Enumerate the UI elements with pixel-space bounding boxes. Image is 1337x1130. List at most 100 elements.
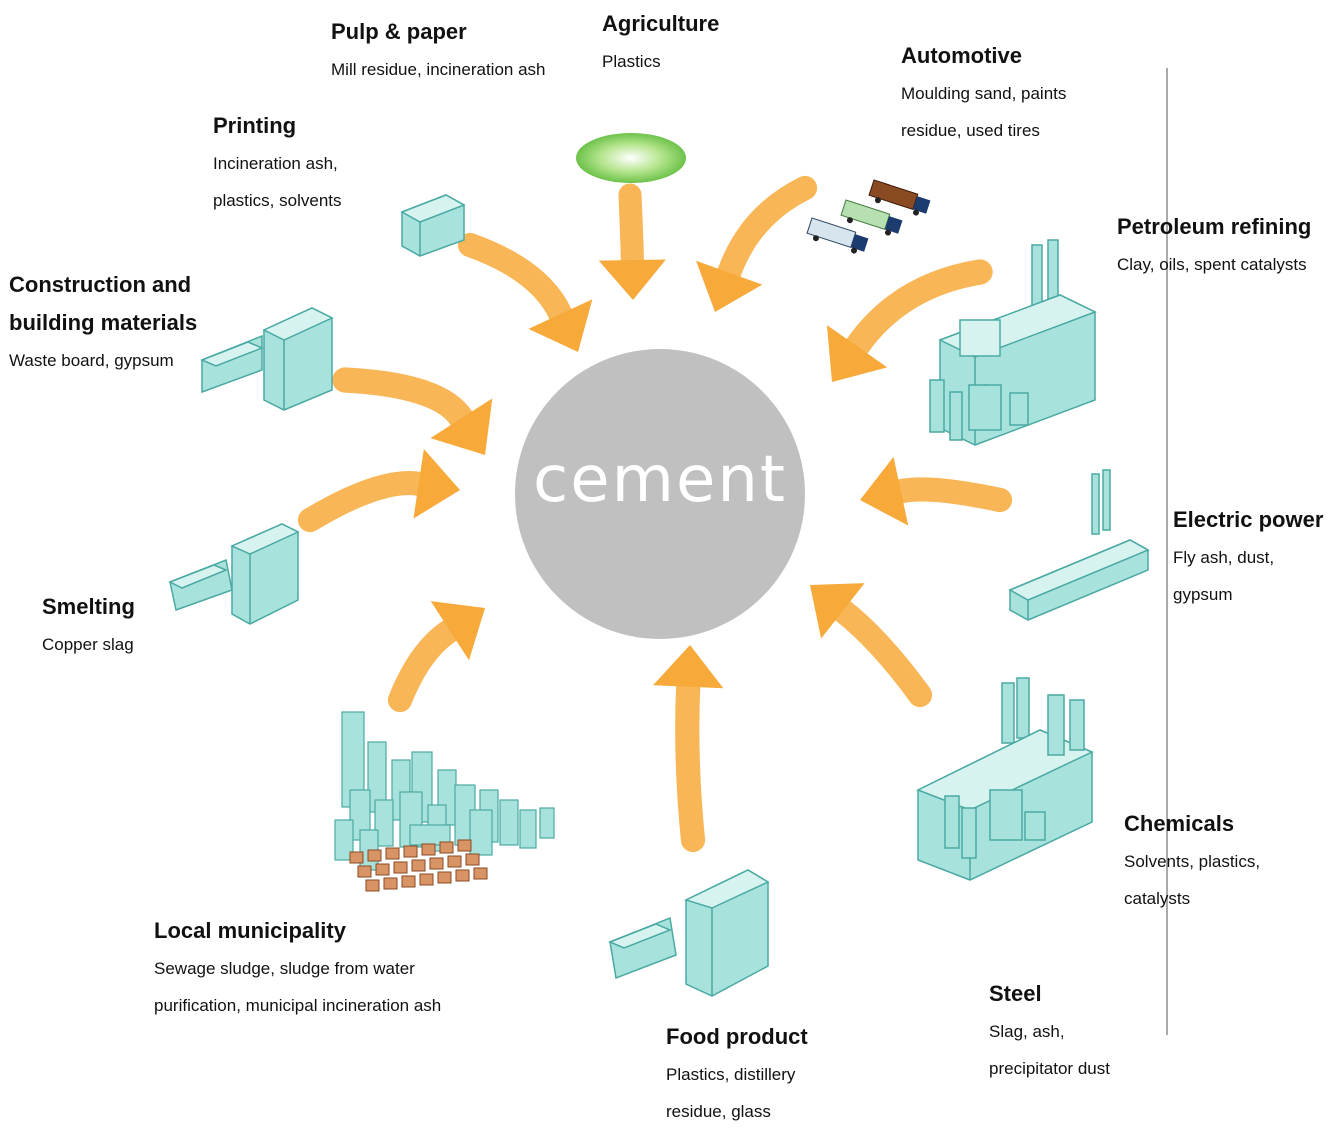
label-desc: Plastics — [602, 52, 661, 71]
city-house — [455, 869, 470, 882]
arrow-construction — [332, 367, 493, 455]
arrow-municipality-head — [430, 601, 485, 661]
label-title: building materials — [9, 310, 198, 335]
city-house — [385, 847, 400, 860]
cement-circle — [515, 349, 805, 639]
arrow-smelting — [297, 448, 460, 533]
city-tower — [499, 799, 519, 846]
arrow-chemicals-body — [830, 598, 933, 708]
city-tower — [374, 799, 394, 847]
city-house — [349, 851, 364, 864]
arrow-construction-body — [332, 367, 475, 431]
arrow-agriculture-head — [598, 259, 666, 300]
city-house — [375, 863, 390, 876]
label-agriculture: Agriculture Plastics — [602, 5, 719, 80]
label-desc: plastics, solvents — [213, 191, 342, 210]
city-house — [457, 839, 472, 852]
label-desc: residue, used tires — [901, 121, 1040, 140]
label-title: Electric power — [1173, 507, 1324, 532]
label-title: Pulp & paper — [331, 19, 467, 44]
label-title: Chemicals — [1124, 811, 1235, 836]
arrow-petroleum — [826, 259, 993, 382]
label-smelting: Smelting Copper slag — [42, 588, 135, 663]
label-desc: Sewage sludge, sludge from water — [154, 959, 415, 978]
city-house — [437, 871, 452, 884]
city-house — [429, 857, 444, 870]
label-desc: catalysts — [1124, 889, 1191, 908]
arrow-food-product — [653, 645, 724, 853]
arrow-electric-power-head — [860, 456, 909, 526]
label-desc: residue, glass — [666, 1102, 771, 1121]
arrow-chemicals — [810, 583, 933, 708]
arrow-printing — [457, 232, 593, 352]
label-title: Automotive — [901, 43, 1022, 68]
arrow-automotive — [696, 175, 818, 312]
city-house — [447, 855, 462, 868]
construction-building-icon — [200, 307, 334, 411]
city-tower — [519, 809, 537, 849]
label-pulp-paper: Pulp & paper Mill residue, incineration … — [331, 13, 546, 88]
arrow-smelting-head — [413, 448, 460, 519]
label-title: Local municipality — [154, 918, 346, 943]
city-tower — [334, 819, 354, 861]
label-title: Food product — [666, 1024, 808, 1049]
city-house — [393, 861, 408, 874]
label-chemicals: Chemicals Solvents, plastics, catalysts — [1124, 805, 1260, 917]
city-tower — [469, 809, 493, 856]
arrow-printing-body — [457, 232, 573, 327]
label-desc: Clay, oils, spent catalysts — [1117, 255, 1307, 274]
city-house — [403, 845, 418, 858]
arrow-automotive-body — [717, 175, 818, 285]
label-title: Petroleum refining — [1117, 214, 1312, 239]
label-electric-power: Electric power Fly ash, dust, gypsum — [1173, 501, 1323, 613]
arrow-automotive-head — [696, 260, 763, 312]
label-desc: precipitator dust — [989, 1059, 1110, 1078]
printing-building-icon — [400, 194, 466, 257]
city-house — [401, 875, 416, 888]
arrow-municipality — [387, 601, 485, 713]
city-house — [439, 841, 454, 854]
label-title: Steel — [989, 981, 1042, 1006]
automotive-trucks-icon — [806, 179, 931, 254]
label-desc: Slag, ash, — [989, 1022, 1065, 1041]
label-local-municipality: Local municipality Sewage sludge, sludge… — [154, 912, 441, 1024]
label-printing: Printing Incineration ash, plastics, sol… — [213, 107, 342, 219]
arrow-smelting-body — [297, 471, 431, 533]
label-title: Smelting — [42, 594, 135, 619]
city-house — [357, 865, 372, 878]
petroleum-refinery-icon — [929, 239, 1097, 446]
label-title: Agriculture — [602, 11, 720, 36]
city-house — [421, 843, 436, 856]
arrow-food-product-body — [675, 674, 706, 853]
label-desc: Fly ash, dust, — [1173, 548, 1275, 567]
label-automotive: Automotive Moulding sand, paints residue… — [901, 37, 1066, 149]
arrow-food-product-head — [653, 645, 724, 689]
city-tower — [539, 807, 555, 839]
arrow-petroleum-body — [844, 259, 993, 359]
city-house — [473, 867, 488, 880]
smelting-building-icon — [168, 523, 300, 625]
arrow-electric-power-body — [888, 477, 1013, 513]
arrow-agriculture — [598, 183, 666, 300]
label-desc: Solvents, plastics, — [1124, 852, 1261, 871]
arrow-petroleum-head — [826, 325, 888, 382]
arrow-chemicals-head — [810, 583, 865, 639]
label-desc: gypsum — [1173, 585, 1233, 604]
label-desc: Copper slag — [42, 635, 134, 654]
label-desc: Moulding sand, paints — [901, 84, 1067, 103]
food-product-building-icon — [608, 869, 770, 997]
label-desc: purification, municipal incineration ash — [154, 996, 442, 1015]
electric-power-plant-icon — [1008, 469, 1150, 621]
label-title: Printing — [213, 113, 297, 138]
arrow-construction-head — [430, 398, 493, 455]
arrow-agriculture-body — [618, 183, 644, 272]
city-house — [411, 859, 426, 872]
label-food-product: Food product Plastics, distillery residu… — [666, 1018, 808, 1130]
label-title: Construction and — [9, 272, 192, 297]
label-desc: Mill residue, incineration ash — [331, 60, 546, 79]
city-house — [367, 849, 382, 862]
municipality-city-icon — [334, 711, 555, 892]
label-construction: Construction and building materials Wast… — [9, 266, 197, 379]
city-house — [465, 853, 480, 866]
city-house — [383, 877, 398, 890]
